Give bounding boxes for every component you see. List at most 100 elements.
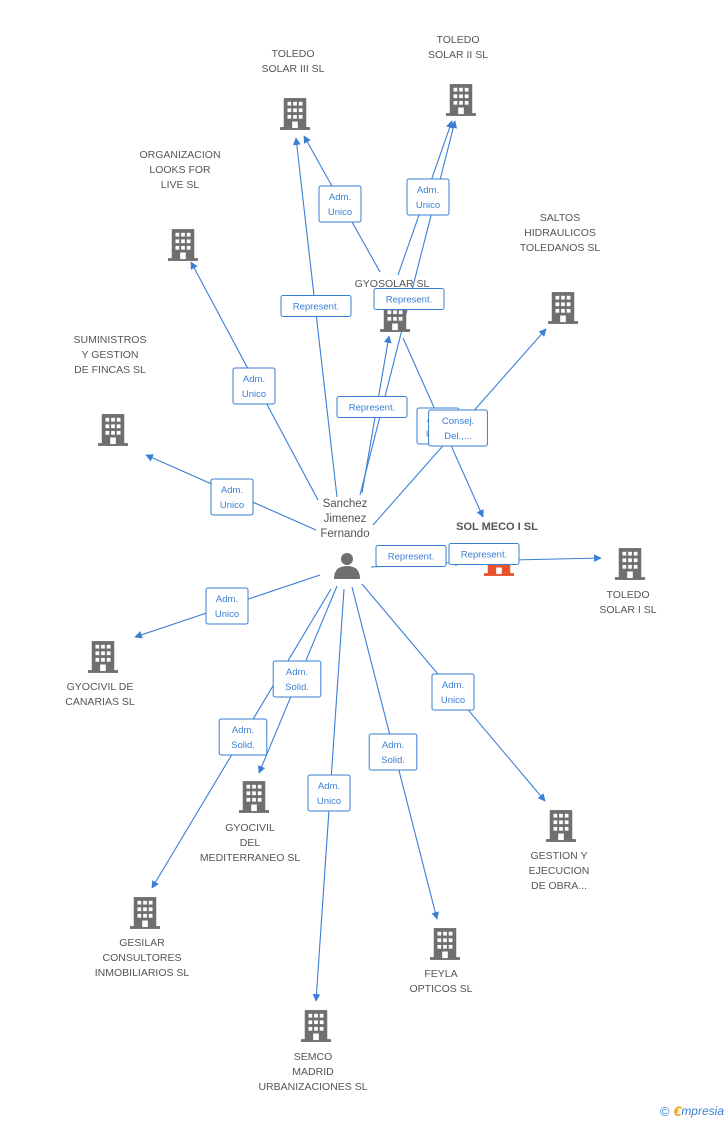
relationship-label[interactable]: Represent. [448, 543, 520, 565]
company-name: OPTICOS SL [409, 983, 472, 995]
focus-company-node[interactable]: SOL MECO I SL [456, 521, 538, 576]
company-name: DEL [240, 837, 261, 849]
relationship-label-box [205, 587, 249, 625]
edge-labels-layer: Represent.Adm.UnicoAdm.UnicoRepresent.Ad… [205, 178, 520, 812]
relationship-label-box [373, 288, 445, 310]
relationship-label[interactable]: Adm. Unico [406, 178, 450, 216]
relationship-label-text: Adm. [442, 680, 464, 691]
empresia-logo[interactable]: © €mpresia [660, 1103, 724, 1119]
company-name: LOOKS FOR [149, 164, 211, 176]
relationship-label[interactable]: Adm.Unico [205, 587, 249, 625]
relationship-label-text: Represent. [293, 302, 339, 313]
company-name: GYOSOLAR SL [355, 278, 430, 290]
company-name: CONSULTORES [103, 952, 182, 964]
building-icon [301, 1010, 331, 1042]
relationship-label[interactable]: Represent. [373, 288, 445, 310]
company-name: Y GESTION [82, 349, 139, 361]
company-name: SUMINISTROS [74, 334, 147, 346]
company-name: CANARIAS SL [65, 696, 135, 708]
relationship-label-text: Adm. [232, 725, 254, 736]
company-node-organizacion[interactable]: ORGANIZACION LOOKS FOR LIVE SL [139, 149, 221, 261]
relationship-label-text: Represent. [386, 295, 432, 306]
brand-initial: € [673, 1103, 682, 1119]
company-node-gyosolar[interactable]: GYOSOLAR SL [355, 278, 430, 332]
relationship-label-box [232, 367, 276, 405]
relationship-label-box [307, 774, 351, 812]
company-name: TOLEDANOS SL [520, 242, 600, 254]
relationship-label-text: Represent. [349, 403, 395, 414]
relationship-label-text: Adm. [382, 740, 404, 751]
company-name: GYOCIVIL [225, 822, 275, 834]
company-name: INMOBILIARIOS SL [95, 967, 190, 979]
relationship-label[interactable]: Adm.Unico [431, 673, 475, 711]
relationship-label-box [431, 673, 475, 711]
company-name: GESTION Y [531, 850, 588, 862]
company-name: DE OBRA... [531, 880, 587, 892]
company-node-gesilar[interactable]: GESILAR CONSULTORES INMOBILIARIOS SL [95, 897, 190, 979]
building-icon [239, 781, 269, 813]
company-name: GESILAR [119, 937, 165, 949]
relationship-label-text: Unico [416, 200, 440, 211]
company-node-suministros[interactable]: SUMINISTROS Y GESTION DE FINCAS SL [74, 334, 147, 446]
relationship-label[interactable]: Adm.Unico [232, 367, 276, 405]
relationship-label[interactable]: Represent. [375, 545, 447, 567]
relationship-label-box [375, 545, 447, 567]
building-icon [168, 229, 198, 261]
relationship-label-text: Unico [220, 500, 244, 511]
relationship-label-box [336, 396, 408, 418]
relationship-label-box [218, 718, 268, 756]
relationship-label[interactable]: Represent. [336, 396, 408, 418]
building-icon [98, 414, 128, 446]
relationship-label-text: Unico [317, 796, 341, 807]
relationship-label-text: Solid. [381, 755, 405, 766]
building-icon [88, 641, 118, 673]
company-node-toledo2[interactable]: TOLEDO SOLAR II SL [428, 34, 488, 116]
relationship-label-box [210, 478, 254, 516]
relationship-label-text: Represent. [461, 550, 507, 561]
relationship-label[interactable]: Adm.Solid. [218, 718, 268, 756]
company-name: ORGANIZACION [139, 149, 220, 161]
relationship-label-text: Adm. [318, 781, 340, 792]
company-node-gyocivil-med[interactable]: GYOCIVIL DEL MEDITERRANEO SL [200, 781, 301, 864]
company-name: SOLAR II SL [428, 49, 488, 61]
relationship-label-box [428, 409, 488, 447]
relationship-label[interactable]: Adm. Unico [307, 774, 351, 812]
relationship-label[interactable]: Adm. Solid. [272, 660, 322, 698]
relationship-label-box [406, 178, 450, 216]
relationship-label-text: Adm. [221, 485, 243, 496]
relationship-label[interactable]: Adm. Solid. [368, 733, 418, 771]
relationship-label[interactable]: Represent. [280, 295, 352, 317]
company-name: URBANIZACIONES SL [258, 1081, 367, 1093]
relationship-label-text: Solid. [285, 682, 309, 693]
company-name: MEDITERRANEO SL [200, 852, 301, 864]
relationship-label-text: Del.,... [444, 431, 471, 442]
company-name: TOLEDO [607, 589, 650, 601]
relationship-label-text: Adm. [417, 185, 439, 196]
relationship-label[interactable]: Adm.Unico [318, 185, 362, 223]
company-name: TOLEDO [272, 48, 315, 60]
relationship-label-text: Adm. [216, 594, 238, 605]
relationship-label-text: Adm. [286, 667, 308, 678]
relationship-label-box [318, 185, 362, 223]
company-name: TOLEDO [437, 34, 480, 46]
person-name: Fernando [320, 528, 369, 540]
edge-center-to-toledo3 [292, 137, 338, 498]
relationship-label-text: Unico [328, 207, 352, 218]
company-name: DE FINCAS SL [74, 364, 146, 376]
building-icon [548, 292, 578, 324]
relationship-label-text: Unico [242, 389, 266, 400]
company-name: SALTOS [540, 212, 580, 224]
company-name: LIVE SL [161, 179, 200, 191]
relationship-label[interactable]: Consej.Del.,... [428, 409, 488, 447]
relationship-label[interactable]: Adm. Unico [210, 478, 254, 516]
company-name: SEMCO [294, 1051, 333, 1063]
